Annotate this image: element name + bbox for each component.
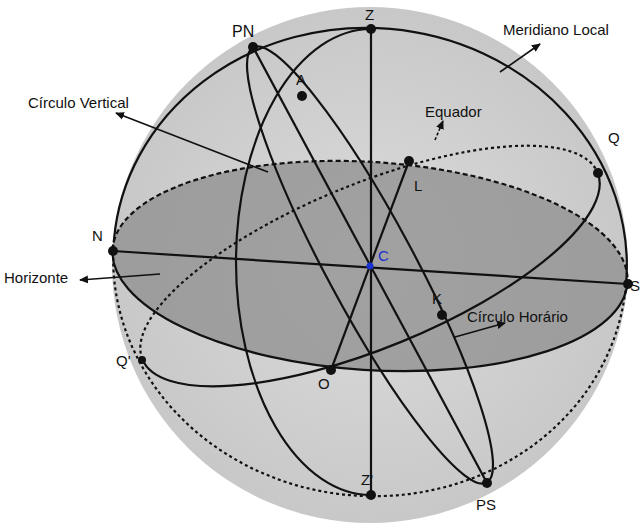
point-label: C [378,248,389,263]
point-label: O [318,376,330,391]
point-label: L [414,178,422,193]
point-label: PS [476,497,496,512]
circle-name: Círculo Vertical [28,95,129,110]
point-label: Q' [116,353,131,368]
polar-axis [253,47,487,483]
east-west-line [331,161,409,370]
circle-name: Círculo Horário [467,309,568,324]
center-point [367,263,374,270]
point-label: A [296,72,306,87]
plane-name: Horizonte [4,270,68,285]
point-label: PN [232,24,254,40]
points [108,24,633,500]
vertical-circle [236,29,371,495]
leader-arrow [500,44,540,72]
leader-arrow [80,274,160,280]
point-label: S [630,278,640,293]
point-label: N [92,228,103,243]
leader-arrow [435,121,443,140]
circle-name: Meridiano Local [503,22,609,37]
point-label: Q [608,130,620,145]
meridian-circle [94,6,643,517]
point-label: Z [365,7,374,22]
point-label: Z' [361,472,373,487]
circle-name: Equador [425,104,482,119]
hour-circle [215,27,526,504]
leader-arrow [455,323,505,337]
leader-arrow [116,113,268,172]
point-label: K [432,291,442,306]
